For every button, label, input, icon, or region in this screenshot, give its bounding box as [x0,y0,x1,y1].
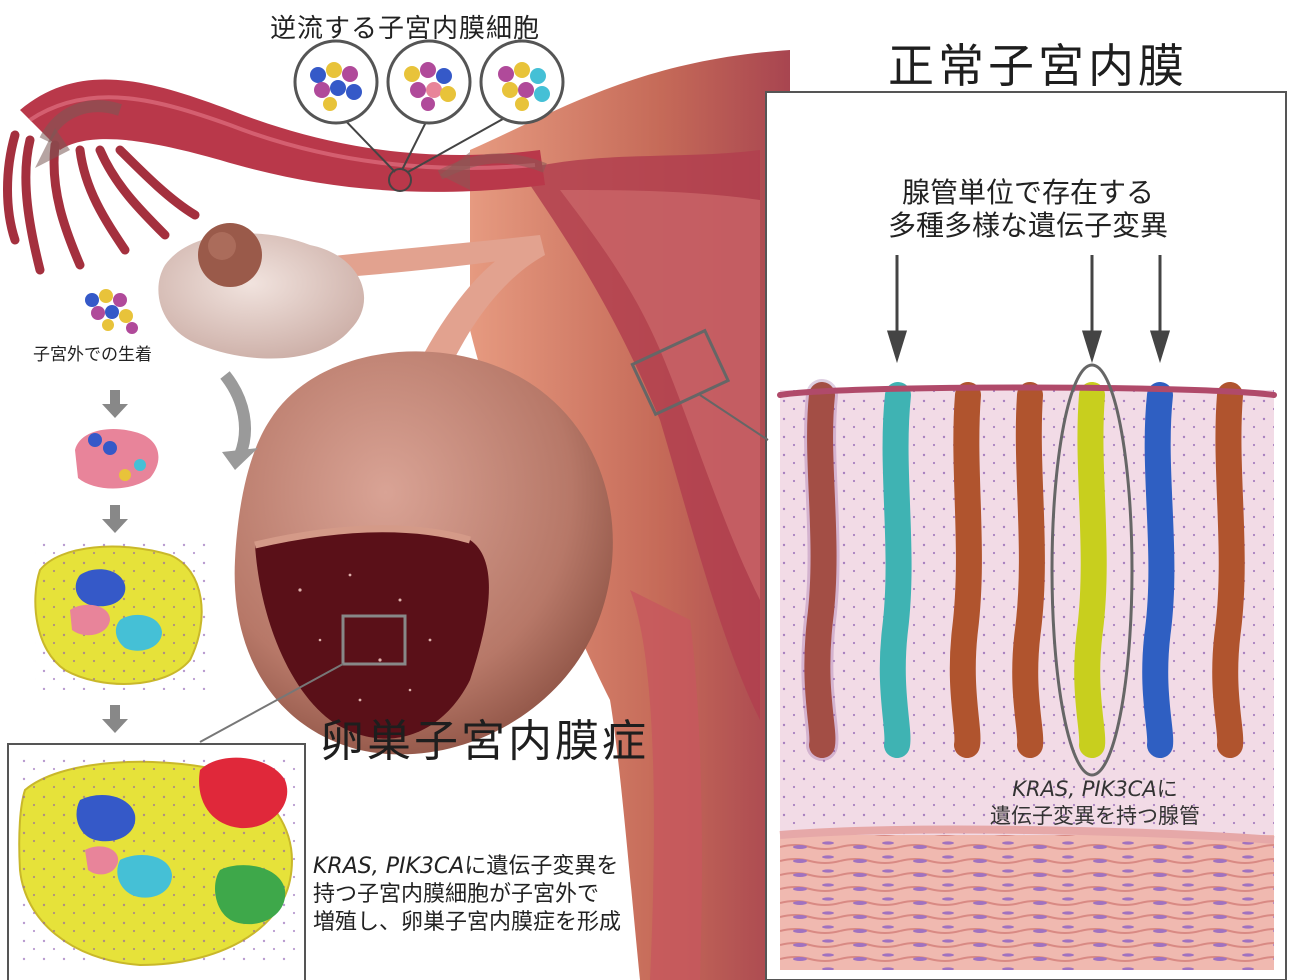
reflux-cells-label: 逆流する子宮内膜細胞 [270,8,540,45]
gland-mutations-label: 腺管単位で存在する 多種多様な遺伝子変異 [836,176,1220,242]
cell-cluster-stage3 [18,755,298,965]
normal-ovary [158,223,364,359]
cell-cluster-stage1 [75,429,158,488]
ectopic-cells-small [85,289,138,334]
proliferation-description: KRAS, PIK3CAに遺伝子変異を 持つ子宮内膜細胞が子宮外で 増殖し、卵巣… [313,853,733,937]
proliferate-line3: 増殖し、卵巣子宮内膜症を形成 [313,909,733,937]
normal-endometrium-title: 正常子宮内膜 [888,30,1188,96]
ovarian-cyst [200,351,613,754]
ectopic-implant-label: 子宮外での生着 [33,340,152,365]
proliferate-genes: KRAS, PIK3CA [313,854,464,879]
mutated-gland-genes: KRAS, PIK3CA [1012,777,1156,801]
ovarian-endometriosis-title: 卵巣子宮内膜症 [320,705,649,769]
gland-mutations-line2: 多種多様な遺伝子変異 [836,209,1220,242]
mutated-gland-label: KRAS, PIK3CAに 遺伝子変異を持つ腺管 [950,776,1240,830]
proliferate-line1-suffix: に遺伝子変異を [464,854,618,879]
proliferate-line2: 持つ子宮内膜細胞が子宮外で [313,881,733,909]
mutated-gland-suffix: に [1157,777,1178,801]
mutated-gland-line2: 遺伝子変異を持つ腺管 [950,803,1240,830]
cell-cluster-stage2 [35,540,210,690]
gland-mutations-line1: 腺管単位で存在する [836,176,1220,209]
progression-arrow [225,375,245,455]
